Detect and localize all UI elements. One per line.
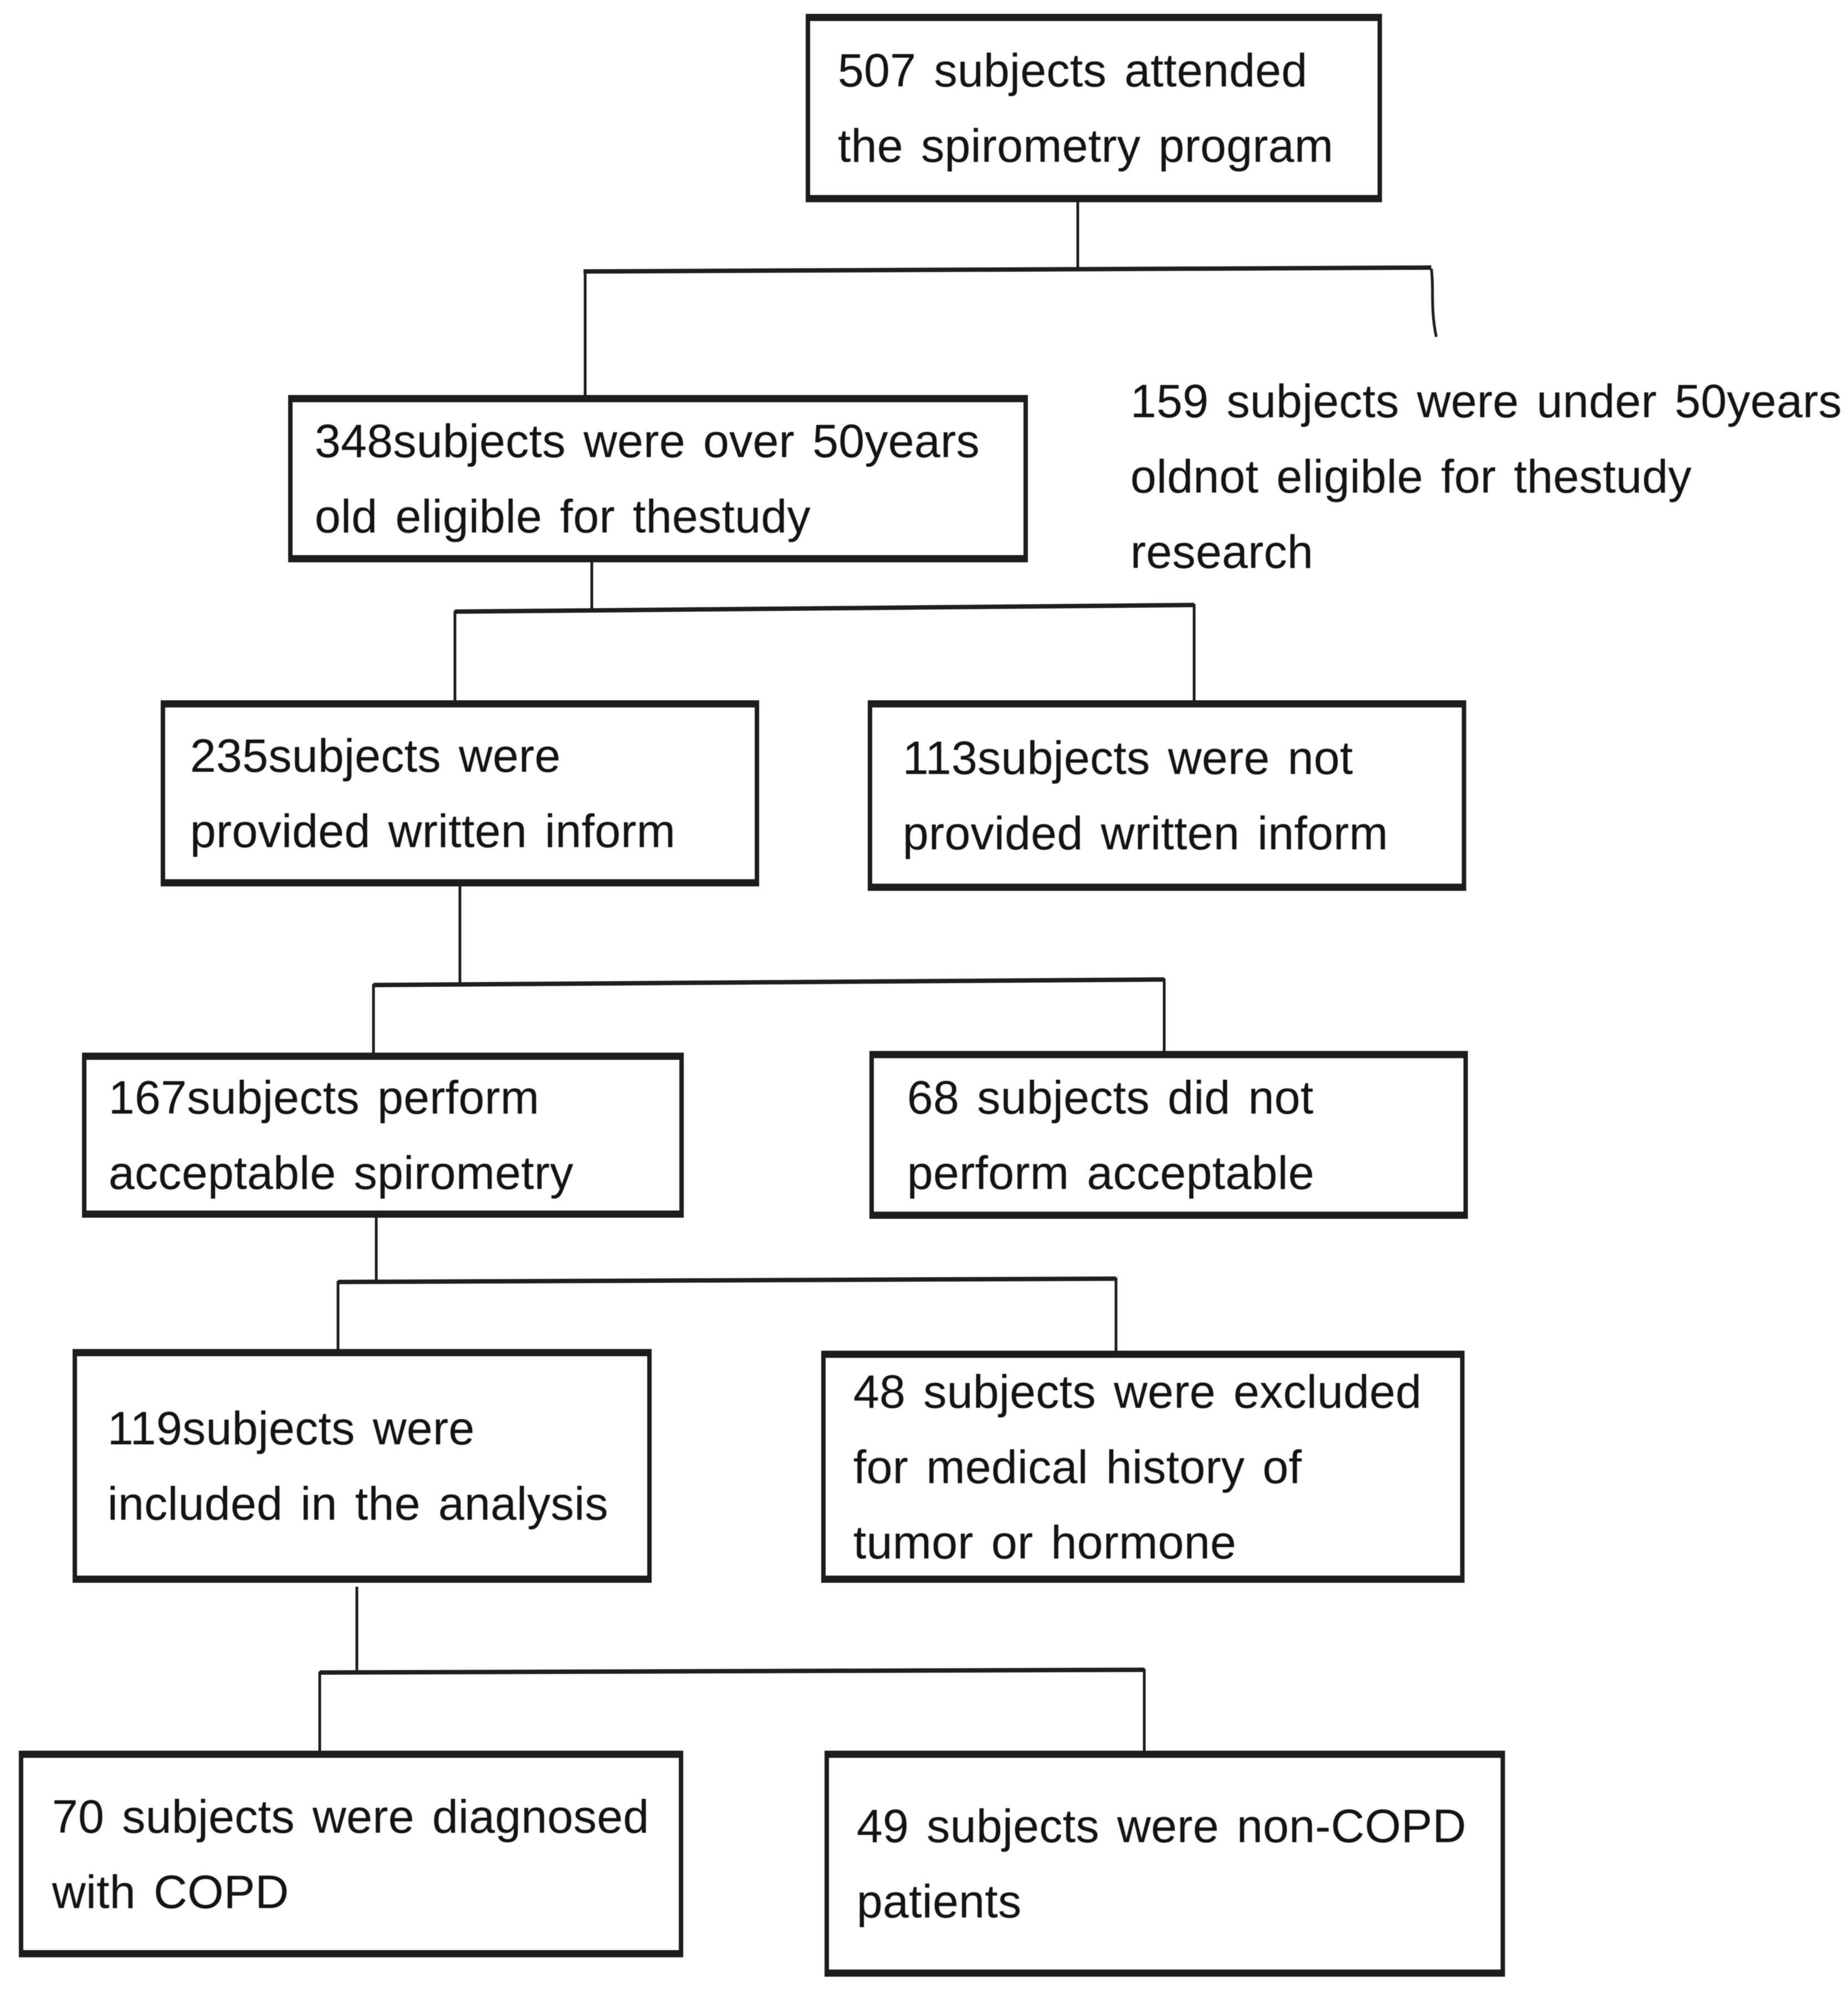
flow-box-348-eligible: 348subjects were over 50years old eligib… [288,395,1028,562]
connector-to-159 [1430,268,1438,337]
flow-box-49-non-copd: 49 subjects were non-COPD patients [825,1751,1505,1977]
flow-box-507-attended: 507 subjects attended the spirometry pro… [806,14,1382,202]
flow-box-68-not-acceptable-text: 68 subjects did not perform acceptable [907,1071,1315,1199]
flow-box-113-not-informed-text: 113subjects were not provided written in… [903,732,1389,859]
connector-branch-3 [373,977,1165,987]
connector-branch-2 [454,603,1195,614]
flow-box-507-attended-text: 507 subjects attended the spirometry pro… [838,44,1334,172]
flow-box-167-acceptable-text: 167subjects perform acceptable spirometr… [109,1071,574,1199]
flow-box-119-analyzed: 119subjects were included in the analysi… [73,1349,652,1583]
flow-box-70-copd: 70 subjects were diagnosed with COPD [19,1751,683,1957]
flow-box-68-not-acceptable: 68 subjects did not perform acceptable [869,1051,1468,1219]
flow-box-235-informed-text: 235subjects were provided written inform [190,730,676,857]
flow-box-119-analyzed-text: 119subjects were included in the analysi… [107,1402,608,1530]
flow-note-159-not-eligible-text: 159 subjects were under 50years oldnot e… [1130,375,1842,578]
flow-box-113-not-informed: 113subjects were not provided written in… [868,700,1466,891]
connector-branch-4 [337,1276,1117,1284]
flow-box-348-eligible-text: 348subjects were over 50years old eligib… [315,415,980,542]
connector-branch-1 [583,265,1432,274]
flow-box-235-informed: 235subjects were provided written inform [161,700,759,886]
flow-note-159-not-eligible: 159 subjects were under 50years oldnot e… [1130,346,1848,607]
connector-branch-5 [319,1668,1145,1675]
flow-box-49-non-copd-text: 49 subjects were non-COPD patients [857,1800,1467,1927]
flow-box-48-excluded-text: 48 subjects were excluded for medical hi… [853,1365,1422,1568]
flow-box-167-acceptable: 167subjects perform acceptable spirometr… [82,1053,684,1218]
flow-box-48-excluded: 48 subjects were excluded for medical hi… [821,1351,1465,1583]
flow-box-70-copd-text: 70 subjects were diagnosed with COPD [52,1790,649,1918]
